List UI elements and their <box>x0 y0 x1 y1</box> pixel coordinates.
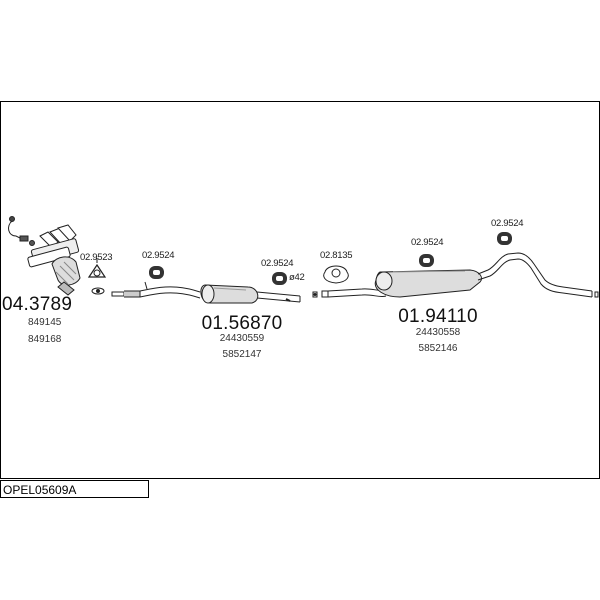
gasket-front-code: 02.9523 <box>80 252 113 263</box>
reference-box: OPEL05609A <box>0 480 149 498</box>
middle-silencer <box>200 284 259 304</box>
catalyst-ref-2: 849168 <box>28 334 62 345</box>
reference-code: OPEL05609A <box>3 483 77 497</box>
manifold-flange-2 <box>27 246 71 268</box>
catalyst-body <box>51 256 81 286</box>
sensor-nut <box>29 240 35 246</box>
hanger-3-icon <box>419 254 434 267</box>
middle-outlet-pipe <box>256 291 301 303</box>
hanger-4-icon <box>497 232 512 245</box>
catalyst-manifold <box>8 216 81 296</box>
front-pipe-flange <box>91 287 105 295</box>
lambda-sensor-wire <box>8 220 25 241</box>
flange-gasket-icon <box>323 265 349 284</box>
hanger-2-icon <box>272 272 287 285</box>
catalyst-outlet <box>57 281 75 296</box>
rear-inlet-pipe <box>321 288 387 298</box>
tail-pipe <box>477 252 599 298</box>
rear-silencer <box>374 269 483 298</box>
diagram-frame <box>0 101 600 479</box>
catalyst-shell-hatch <box>55 261 77 285</box>
lambda-sensor-plug <box>9 216 15 222</box>
catalyst-ref-1: 849145 <box>28 317 62 328</box>
flange-gasket-code: 02.8135 <box>320 250 353 261</box>
front-pipe <box>111 281 201 299</box>
hanger-1-icon <box>149 266 164 279</box>
hanger-3-code: 02.9524 <box>411 237 444 248</box>
rear-silencer-code: 01.94110 <box>398 306 478 327</box>
rear-silencer-ref-2: 5852146 <box>418 343 458 354</box>
middle-silencer-ref-2: 5852147 <box>222 349 262 360</box>
lambda-sensor <box>19 235 29 242</box>
middle-silencer-code: 01.56870 <box>201 313 283 334</box>
pipe-clamp <box>312 291 318 298</box>
hanger-2-code: 02.9524 <box>261 258 294 269</box>
middle-silencer-ref-1: 24430559 <box>219 333 265 344</box>
hanger-4-code: 02.9524 <box>491 218 524 229</box>
manifold-runner-3 <box>57 224 77 242</box>
gasket-front-icon <box>87 258 107 278</box>
catalyst-code: 04.3789 <box>2 294 73 315</box>
hanger-1-code: 02.9524 <box>142 250 175 261</box>
pipe-diameter-label: ø42 <box>289 272 305 283</box>
rear-silencer-ref-1: 24430558 <box>415 327 461 338</box>
